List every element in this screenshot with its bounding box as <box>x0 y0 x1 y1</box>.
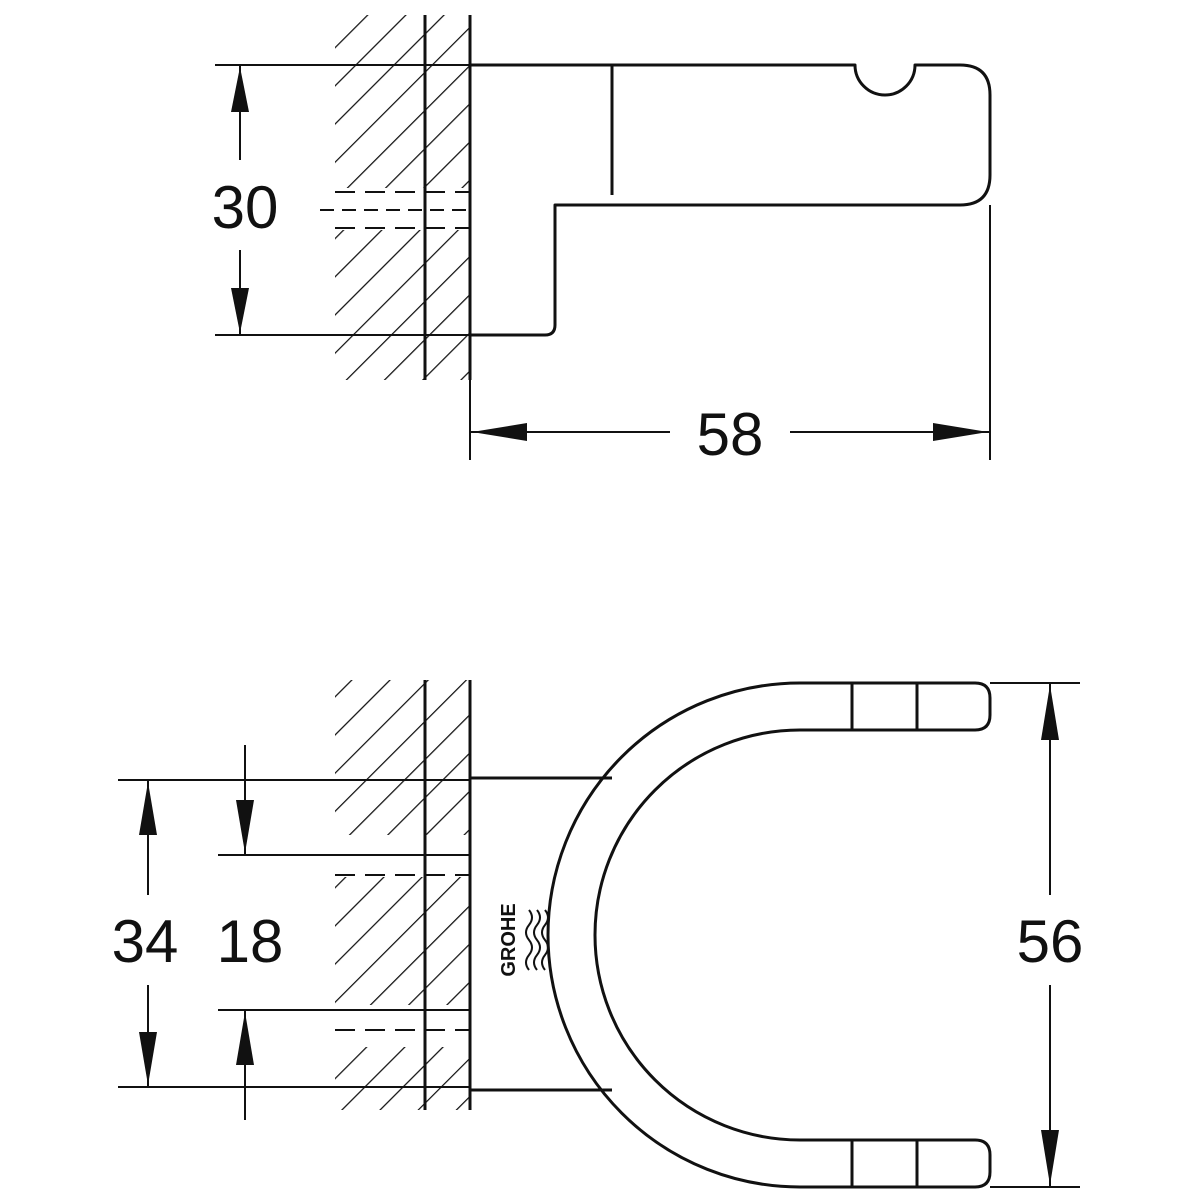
front-view: GROHE 34 18 56 <box>112 680 1084 1189</box>
dim-label-56: 56 <box>1017 908 1084 975</box>
dimension-34: 34 <box>112 779 470 1088</box>
u-hook-outer <box>546 681 992 1189</box>
dimension-30: 30 <box>212 64 470 336</box>
dim-label-34: 34 <box>112 908 179 975</box>
wall-hatching <box>330 680 472 1110</box>
wall-hatching <box>320 15 472 380</box>
grohe-logo: GROHE <box>498 903 549 977</box>
hook-tip-seams <box>850 683 919 1187</box>
dim-label-18: 18 <box>217 908 284 975</box>
dim-label-58: 58 <box>697 401 764 468</box>
dimension-56: 56 <box>990 682 1084 1188</box>
wave-icon <box>525 909 549 971</box>
dimension-18: 18 <box>217 745 470 1120</box>
dimension-58: 58 <box>469 205 991 468</box>
side-view: 30 58 <box>212 15 992 468</box>
dim-label-30: 30 <box>212 174 279 241</box>
mount-base <box>470 776 612 1092</box>
hook-profile <box>470 63 992 337</box>
grohe-logo-text: GROHE <box>498 903 520 976</box>
